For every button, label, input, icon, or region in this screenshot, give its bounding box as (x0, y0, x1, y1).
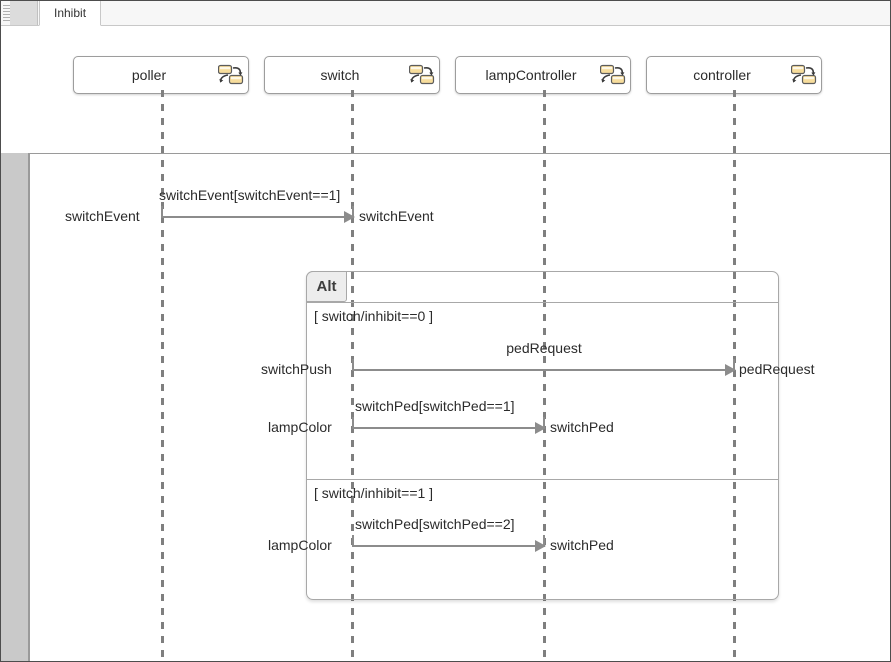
tab-strip-empty-area (102, 1, 890, 25)
message-target-stub (352, 206, 354, 217)
diagram-canvas[interactable]: poller switch (1, 26, 890, 661)
message-target-label: pedRequest (739, 361, 815, 377)
tab-inhibit[interactable]: Inhibit (39, 1, 102, 26)
message-source-stub (161, 206, 163, 217)
message-arrow-switchped-2[interactable] (352, 540, 546, 552)
message-source-stub (352, 535, 354, 546)
combined-fragment-alt[interactable]: Alt (306, 271, 779, 600)
lifeline-poller (161, 90, 164, 661)
message-target-stub (543, 535, 545, 546)
fragment-guard-1: [ switch/inhibit==0 ] (314, 308, 434, 324)
state-machine-icon (787, 56, 821, 94)
fragment-header-separator (307, 302, 778, 303)
lifeline-head-controller[interactable]: controller (646, 56, 822, 94)
message-arrow-pedrequest[interactable] (352, 364, 736, 376)
message-source-label: lampColor (268, 419, 332, 435)
drag-grip-icon[interactable] (3, 5, 10, 21)
canvas-top-divider (1, 153, 890, 154)
message-target-label: switchPed (550, 537, 614, 553)
state-machine-icon (405, 56, 439, 94)
fragment-operand-separator (307, 479, 778, 480)
message-target-label: switchPed (550, 419, 614, 435)
message-target-stub (733, 359, 735, 370)
lifeline-head-poller[interactable]: poller (73, 56, 249, 94)
lifeline-name: switch (320, 67, 360, 83)
message-arrow-switchevent[interactable] (161, 211, 355, 223)
state-machine-icon (596, 56, 630, 94)
state-machine-icon (214, 56, 248, 94)
message-source-stub (352, 359, 354, 370)
fragment-operator-label: Alt (306, 271, 347, 302)
canvas-left-gutter[interactable] (1, 153, 30, 661)
message-label: pedRequest (506, 340, 582, 356)
lifeline-lampcontroller (543, 90, 546, 661)
message-label: switchEvent[switchEvent==1] (159, 187, 341, 203)
lifeline-name: controller (693, 67, 751, 83)
message-arrow-switchped-1[interactable] (352, 422, 546, 434)
tab-label: Inhibit (54, 6, 87, 20)
lifeline-head-lampcontroller[interactable]: lampController (455, 56, 631, 94)
message-label: switchPed[switchPed==2] (355, 516, 515, 532)
fragment-guard-2: [ switch/inhibit==1 ] (314, 485, 434, 501)
message-source-label: lampColor (268, 537, 332, 553)
message-target-label: switchEvent (359, 208, 434, 224)
lifeline-name: poller (131, 67, 167, 83)
lifeline-name: lampController (485, 67, 577, 83)
message-source-stub (352, 417, 354, 428)
message-label: switchPed[switchPed==1] (355, 398, 515, 414)
tab-list-button[interactable] (10, 1, 38, 25)
message-source-label: switchEvent (65, 208, 140, 224)
message-source-label: switchPush (261, 361, 332, 377)
lifeline-switch (351, 90, 354, 661)
message-target-stub (543, 417, 545, 428)
tab-strip: Inhibit (1, 1, 890, 26)
lifeline-head-switch[interactable]: switch (264, 56, 440, 94)
